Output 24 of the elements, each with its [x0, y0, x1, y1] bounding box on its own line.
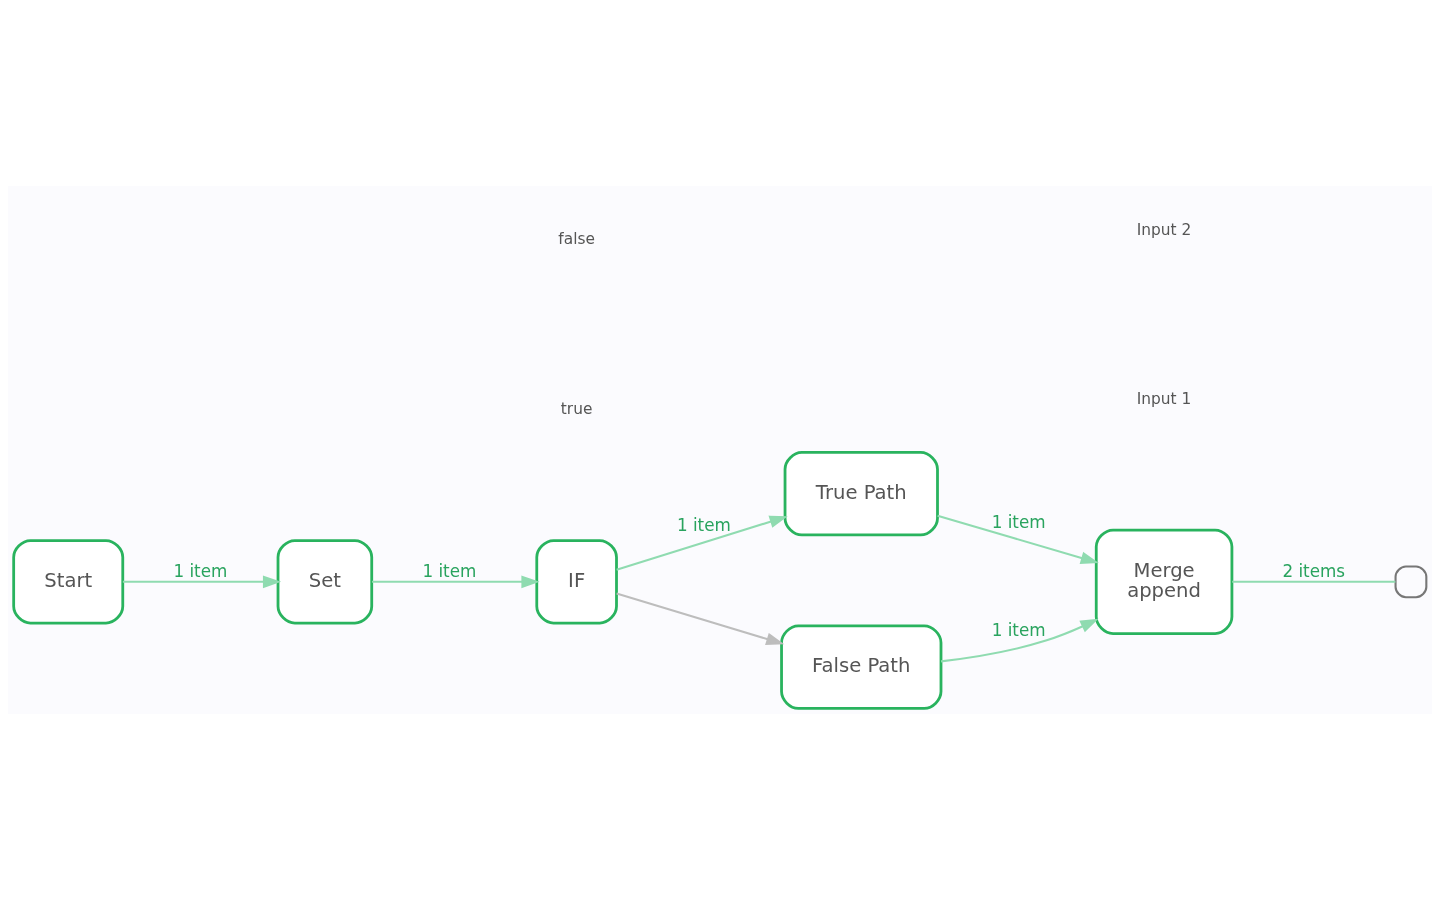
arrow — [371, 575, 540, 589]
arrow — [616, 515, 788, 571]
label: true — [560, 399, 593, 418]
node-box — [1394, 565, 1428, 599]
connector — [1232, 580, 1396, 583]
node-box: Set — [276, 539, 374, 625]
edge-label: 1 item — [173, 561, 228, 582]
node-box: Merge append — [1094, 528, 1234, 635]
arrow — [940, 618, 1099, 663]
node-box: IF — [535, 539, 618, 625]
edge-label: 1 item — [991, 619, 1046, 640]
edge-label: 1 item — [422, 561, 477, 582]
arrow — [122, 575, 282, 589]
arrow — [937, 514, 1099, 565]
arrow — [616, 592, 785, 646]
label: false — [558, 230, 595, 249]
edge-label: 1 item — [676, 514, 731, 535]
edge-label: 2 items — [1282, 561, 1346, 582]
edge-label: 1 item — [991, 512, 1046, 533]
node-box: True Path — [783, 451, 939, 537]
node-box: Start — [12, 539, 125, 625]
node-box: False Path — [780, 624, 943, 710]
label: Input 2 — [1136, 220, 1192, 239]
label: Input 1 — [1136, 389, 1192, 408]
